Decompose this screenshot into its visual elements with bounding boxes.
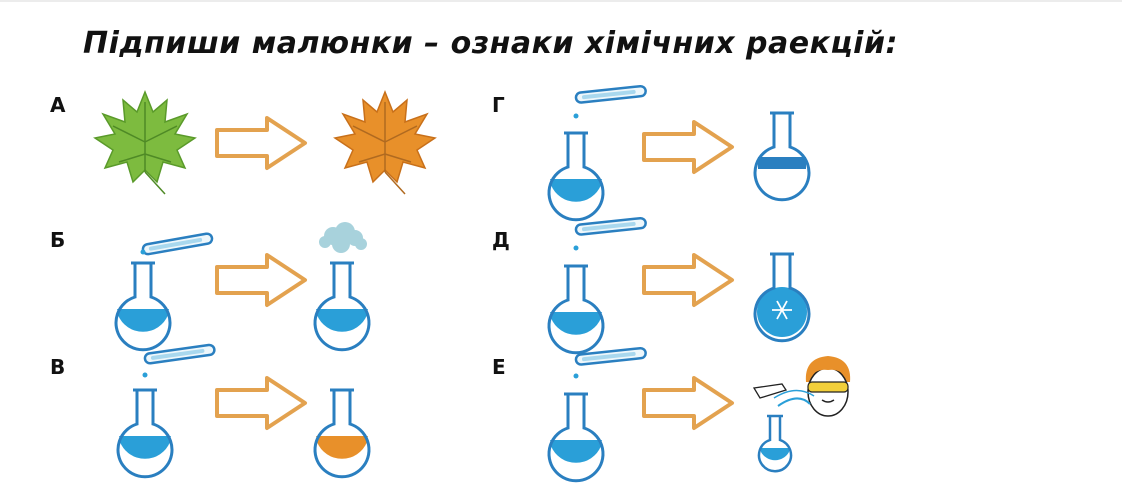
item-letter-v: В <box>50 355 66 379</box>
change-arrow-a <box>215 116 307 170</box>
flask-orange-image <box>313 388 371 479</box>
change-arrow-b <box>215 253 307 307</box>
item-letter-ye: Е <box>492 355 506 379</box>
green-leaf-image <box>94 91 196 195</box>
flask-with-tube-ye <box>547 346 648 483</box>
flask-with-tube-v <box>116 343 217 479</box>
change-arrow-ye <box>642 376 734 430</box>
flask-smell-image <box>752 356 851 473</box>
item-letter-b: Б <box>50 228 66 252</box>
item-letter-h: Г <box>492 93 505 117</box>
change-arrow-h <box>642 120 734 174</box>
flask-gas-image <box>313 222 371 352</box>
flask-with-tube-d <box>547 216 648 355</box>
flask-with-tube-b <box>114 231 215 352</box>
item-letter-a: А <box>50 93 66 117</box>
orange-leaf-image <box>334 91 436 195</box>
flask-cold-image <box>753 252 811 343</box>
change-arrow-v <box>215 376 307 430</box>
change-arrow-d <box>642 253 734 307</box>
flask-precipitate-image <box>753 111 811 202</box>
item-letter-d: Д <box>492 228 510 252</box>
flask-with-tube-h <box>547 84 648 222</box>
top-divider <box>0 0 1122 2</box>
page-title: Підпиши малюнки – ознаки хімічних раекці… <box>83 26 898 61</box>
